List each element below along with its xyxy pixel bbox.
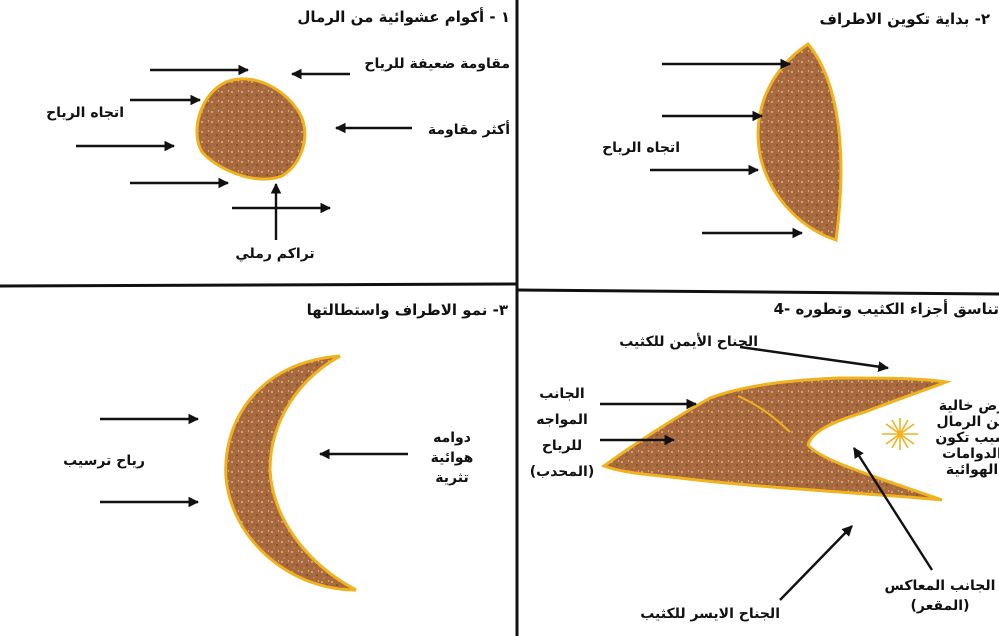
panel-4: 4- تناسق أجزاء الكثيب وتطوره الجناح الأي… [530, 299, 999, 622]
panel-3-title: ٣- نمو الاطراف واستطالتها [307, 301, 508, 319]
air-eddy-label-line1: دوامه [433, 430, 471, 446]
sand-free-area-line2: من الرمال [937, 414, 999, 430]
sand-free-area-line5: الهوائية [946, 462, 998, 478]
sand-free-area-line1: رض خالية [939, 398, 999, 414]
panel-1: ١ - أكوام عشوائية من الرمال مقاومة ضعيفة… [46, 7, 510, 262]
weak-resistance-label: مقاومة ضعيفة للرياح [364, 56, 510, 72]
sand-crescent-growing [226, 356, 356, 590]
panel-2: ٢- بداية تكوين الاطراف اتجاه الرياح [602, 10, 990, 240]
air-eddy-label-line3: تثرية [435, 470, 468, 486]
horizontal-divider-left [0, 284, 517, 286]
eddy-burst-icon [882, 418, 918, 450]
pointer-arrow [854, 448, 932, 570]
windward-label-line2: المواجه [536, 412, 588, 428]
windward-label-line4: (المحدب) [530, 464, 595, 480]
sand-free-area-line3: سبب تكون [935, 430, 999, 446]
windward-label-line1: الجانب [539, 386, 584, 402]
right-wing-label: الجناح الأيمن للكثيب [619, 333, 758, 350]
panel-2-title: ٢- بداية تكوين الاطراف [820, 10, 990, 28]
air-eddy-label-line2: هوائية [431, 450, 474, 466]
wind-direction-label: اتجاه الرياح [46, 105, 124, 121]
sand-accumulation-label: تراكم رملي [235, 246, 314, 262]
windward-label-line3: للرياح [542, 438, 582, 454]
pointer-arrow [780, 526, 852, 600]
horizontal-divider-right [517, 290, 999, 294]
sand-free-area-line4: الدوامات [942, 446, 999, 462]
pointer-arrow [740, 347, 888, 368]
deposition-winds-label: رياح ترسيب [63, 453, 145, 469]
panel-3: ٣- نمو الاطراف واستطالتها رياح ترسيب دوا… [63, 301, 508, 590]
most-resistance-label: أكثر مقاومة [428, 120, 510, 138]
wind-direction-label: اتجاه الرياح [602, 140, 680, 156]
left-wing-label: الجناح الايسر للكثيب [640, 606, 780, 622]
leeward-label-line2: (المقعر) [911, 598, 970, 614]
sand-crescent-start [758, 44, 841, 240]
panel-4-title: 4- تناسق أجزاء الكثيب وتطوره [774, 299, 999, 318]
sand-mound [197, 79, 305, 179]
panel-1-title: ١ - أكوام عشوائية من الرمال [297, 7, 510, 26]
leeward-label-line1: الجانب المعاكس [885, 578, 996, 594]
